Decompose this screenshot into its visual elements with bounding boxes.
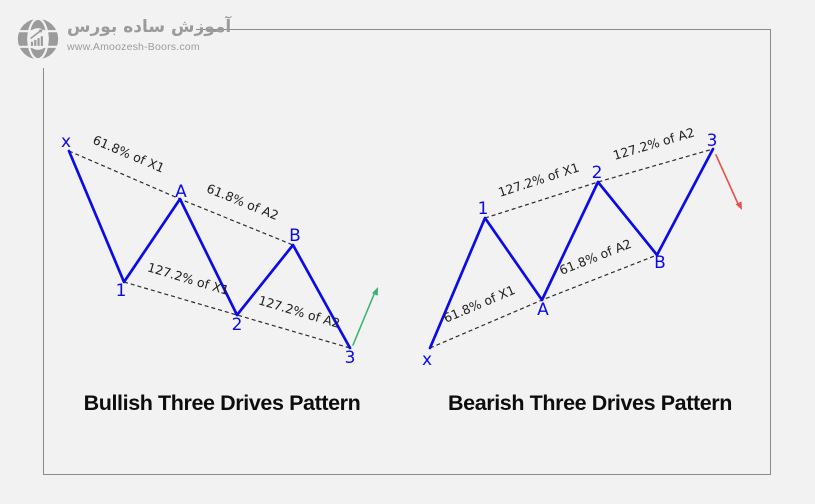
bullish-point-2-label: 2 [232,315,243,335]
bearish-point-2-label: 2 [592,163,603,183]
bullish-extension-a2-label: 127.2% of A2 [257,293,342,331]
bearish-reversal-arrowhead-icon [735,201,742,210]
bearish-point-b-label: B [654,253,666,273]
bearish-reversal-arrow [715,154,740,207]
bullish-point-b-label: B [289,226,301,246]
bearish-extension-a2-label: 127.2% of A2 [611,125,696,163]
content-frame [43,29,771,475]
logo-text: آموزش ساده بورس www.Amoozesh-Boors.com [67,17,232,53]
bullish-reversal-arrow [352,291,376,346]
bullish-pattern: x 1 A 2 B 3 61.8% of X1 61.8% of A2 127.… [61,132,378,368]
bullish-point-x-label: x [61,132,71,152]
bearish-point-x-label: x [422,350,432,370]
bearish-point-1-label: 1 [478,199,489,219]
bullish-price-zigzag-line [67,149,352,350]
bearish-extension-x1-label: 127.2% of X1 [496,160,581,200]
bullish-point-a-label: A [175,182,187,202]
website-url: www.Amoozesh-Boors.com [67,40,200,53]
bearish-price-zigzag-line [428,147,715,350]
bullish-pattern-title: Bullish Three Drives Pattern [83,391,361,415]
bullish-ratio-x1-label: 61.8% of X1 [91,132,167,176]
bearish-point-a-label: A [537,300,549,320]
bullish-point-3-label: 3 [345,348,356,368]
bullish-lower-extension-dashed-line [123,281,351,349]
bullish-ratio-a2-label: 61.8% of A2 [205,181,281,223]
bullish-reversal-arrowhead-icon [372,287,378,296]
bearish-pattern-title: Bearish Three Drives Pattern [448,391,732,415]
site-logo: آموزش ساده بورس www.Amoozesh-Boors.com [16,14,231,68]
brand-name: آموزش ساده بورس [67,17,232,37]
bullish-point-1-label: 1 [116,281,127,301]
bearish-upper-extension-dashed-line [484,148,714,219]
bearish-point-3-label: 3 [707,131,718,151]
bearish-ratio-x1-label: 61.8% of X1 [441,282,517,326]
globe-chart-icon [16,16,60,66]
bearish-pattern: x 1 A 2 B 3 127.2% of X1 127.2% of A2 61… [422,125,742,370]
